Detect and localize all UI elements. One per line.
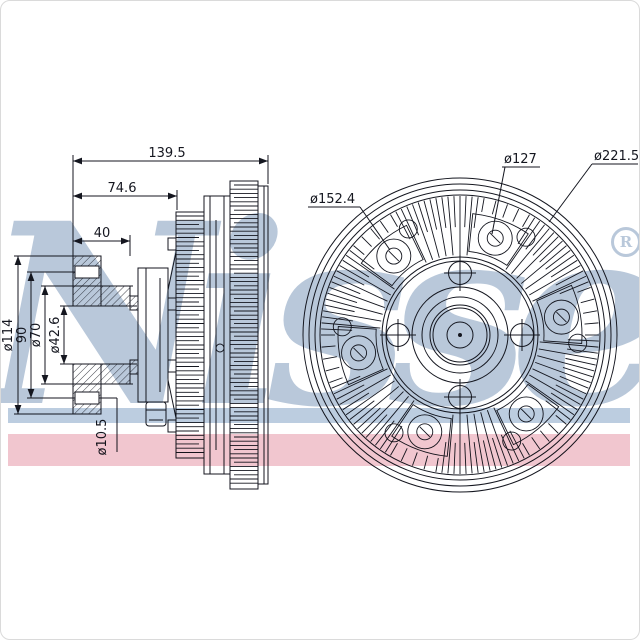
dim-fan-disc-diameter: ø152.4 (310, 192, 355, 207)
dim-pilot-diameter: ø70 (29, 323, 44, 348)
dim-outer-diameter: ø221.5 (594, 149, 639, 164)
side-view-drawing (14, 155, 269, 490)
dim-flange-depth: 40 (94, 226, 111, 241)
dim-flange-diameter: ø114 (1, 319, 16, 352)
dim-body-depth: 74.6 (108, 181, 137, 196)
highlight-band-pink (8, 434, 630, 466)
dimension-labels: 139.5 74.6 40 ø114 90 ø70 ø42.6 ø10.5 ø1… (1, 146, 639, 455)
dim-bolt-circle: 90 (15, 327, 30, 344)
dim-overall-depth: 139.5 (148, 146, 185, 161)
dim-inner-ring-diameter: ø127 (504, 152, 537, 167)
highlight-band-blue (8, 408, 630, 423)
dim-bore-diameter: ø42.6 (48, 317, 63, 354)
